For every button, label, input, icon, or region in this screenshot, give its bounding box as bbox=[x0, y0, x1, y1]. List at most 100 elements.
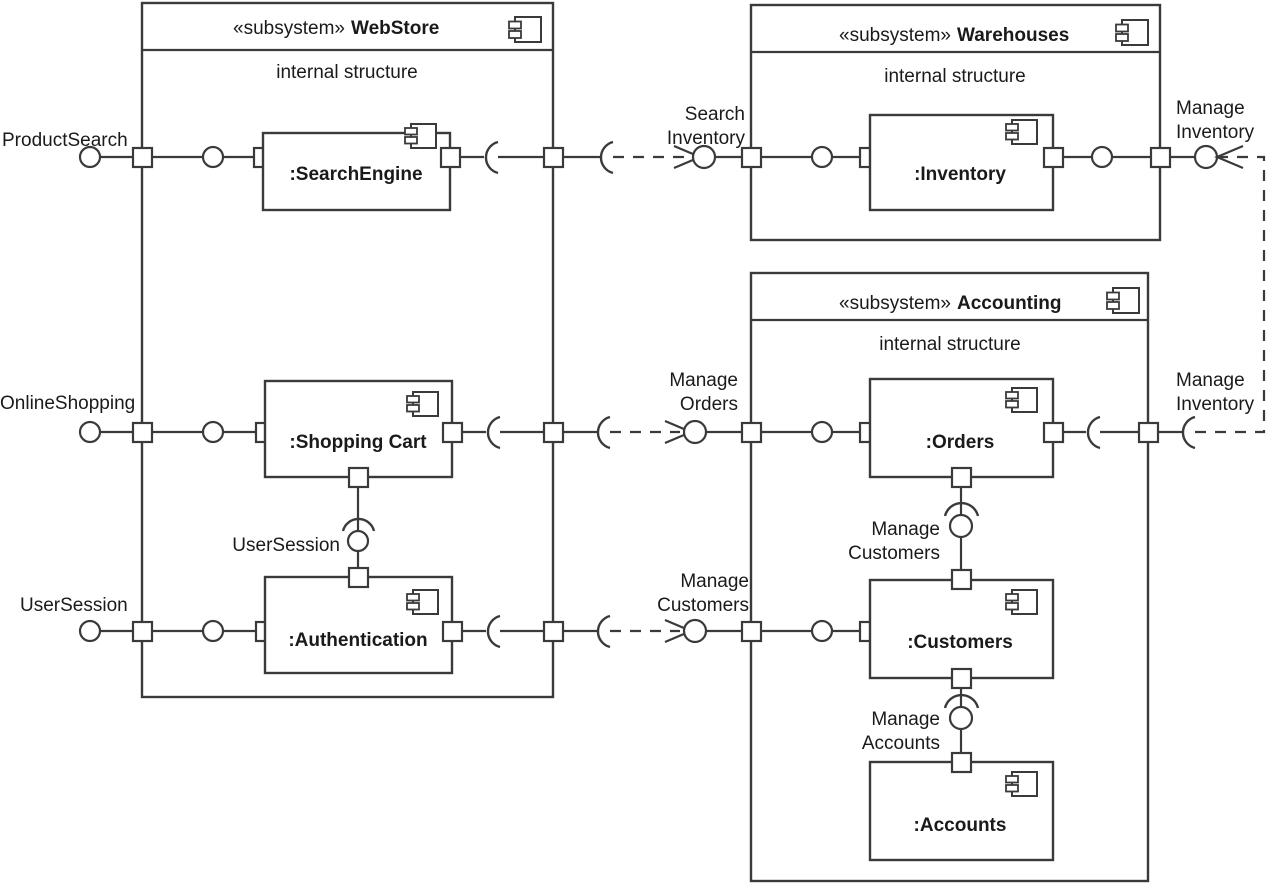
row-product-search: :SearchEngine :Inventory bbox=[78, 113, 1266, 434]
component-icon bbox=[1005, 387, 1038, 413]
port-shoppingcart-bottom[interactable] bbox=[347, 466, 370, 489]
required-interface-socket-shoppingcart[interactable] bbox=[486, 415, 501, 450]
port-customers-top[interactable] bbox=[950, 568, 973, 591]
port-webstore-managecustomers[interactable] bbox=[542, 620, 565, 643]
provided-interface-ball-manageinventory[interactable] bbox=[1193, 144, 1219, 170]
subsystem-warehouses[interactable]: «subsystem» Warehouses internal structur… bbox=[749, 3, 1162, 242]
port-webstore-productsearch[interactable] bbox=[131, 146, 154, 169]
port-searchengine-right[interactable] bbox=[439, 146, 462, 169]
assembly-manageaccounts bbox=[943, 667, 980, 774]
row-user-session: :Authentication :Customers bbox=[78, 575, 1055, 680]
provided-interface-ball-inventory-in[interactable] bbox=[810, 145, 834, 169]
component-icon bbox=[406, 589, 439, 615]
component-customers-label: :Customers bbox=[907, 632, 1013, 653]
port-authentication-right[interactable] bbox=[441, 620, 464, 643]
port-accounts-top[interactable] bbox=[950, 751, 973, 774]
port-accounting-left-customers[interactable] bbox=[740, 620, 763, 643]
provided-interface-ball-onlineshopping[interactable] bbox=[78, 420, 102, 444]
port-customers-bottom[interactable] bbox=[950, 667, 973, 690]
component-accounts-label: :Accounts bbox=[914, 815, 1007, 836]
port-warehouses-left[interactable] bbox=[740, 146, 763, 169]
port-accounting-left-orders[interactable] bbox=[740, 421, 763, 444]
component-orders-label: :Orders bbox=[926, 432, 995, 453]
port-webstore-onlineshopping[interactable] bbox=[131, 421, 154, 444]
port-orders-right[interactable] bbox=[1042, 421, 1065, 444]
required-interface-socket-authentication[interactable] bbox=[486, 614, 501, 649]
component-icon bbox=[1005, 119, 1038, 145]
provided-interface-ball-productsearch[interactable] bbox=[78, 145, 102, 169]
label-manageinventory-bottom-line2: Inventory bbox=[1176, 394, 1255, 415]
provided-interface-ball-searchengine-in[interactable] bbox=[201, 145, 225, 169]
label-manageinventory-bottom-line1: Manage bbox=[1176, 370, 1245, 391]
required-interface-socket-managecustomers-assembly[interactable] bbox=[943, 501, 980, 517]
row-online-shopping: :Shopping Cart :Orders bbox=[78, 377, 1196, 479]
subsystem-warehouses-compartment-label: internal structure bbox=[884, 66, 1026, 87]
required-interface-socket-manageaccounts-assembly[interactable] bbox=[943, 693, 980, 709]
port-webstore-usersession[interactable] bbox=[131, 620, 154, 643]
provided-interface-ball-usersession-assembly[interactable] bbox=[346, 529, 370, 553]
provided-interface-ball-customers-in[interactable] bbox=[810, 619, 834, 643]
component-icon bbox=[1005, 771, 1038, 797]
provided-interface-ball-searchinventory[interactable] bbox=[691, 144, 717, 170]
subsystem-accounting-name: Accounting bbox=[957, 293, 1062, 314]
label-manageinventory-top-line1: Manage bbox=[1176, 98, 1245, 119]
port-orders-bottom[interactable] bbox=[950, 466, 973, 489]
label-usersession-assembly: UserSession bbox=[232, 535, 340, 556]
provided-interface-ball-managecustomers[interactable] bbox=[682, 618, 708, 644]
dependency-dashed-manageinventory bbox=[1195, 155, 1266, 434]
provided-interface-ball-manageaccounts-assembly[interactable] bbox=[948, 705, 974, 731]
component-searchengine[interactable] bbox=[261, 131, 452, 212]
label-managecustomers-assembly-line2: Customers bbox=[848, 543, 940, 564]
provided-interface-ball-authentication-in[interactable] bbox=[201, 619, 225, 643]
assembly-usersession bbox=[341, 466, 376, 589]
provided-interface-ball-manageorders[interactable] bbox=[682, 419, 708, 445]
provided-interface-ball-inventory-out[interactable] bbox=[1090, 145, 1114, 169]
subsystem-webstore[interactable]: «subsystem» WebStore internal structure bbox=[140, 1, 555, 699]
assembly-managecustomers bbox=[943, 466, 980, 591]
subsystem-warehouses-name: Warehouses bbox=[957, 25, 1069, 46]
required-interface-socket-orders[interactable] bbox=[1086, 415, 1101, 450]
component-shopping-cart-label: :Shopping Cart bbox=[289, 432, 427, 453]
label-manageorders-line1: Manage bbox=[669, 370, 738, 391]
label-searchinventory-line1: Search bbox=[685, 104, 745, 125]
port-authentication-top[interactable] bbox=[347, 566, 370, 589]
provided-interface-ball-usersession[interactable] bbox=[78, 619, 102, 643]
required-interface-socket-manageinventory-bottom[interactable] bbox=[1181, 415, 1196, 450]
component-icon bbox=[508, 16, 542, 43]
port-inventory-right[interactable] bbox=[1042, 146, 1065, 169]
port-webstore-manageorders[interactable] bbox=[542, 421, 565, 444]
label-productsearch: ProductSearch bbox=[2, 130, 128, 151]
component-icon bbox=[1005, 589, 1038, 615]
subsystem-webstore-frame bbox=[140, 1, 555, 699]
port-shoppingcart-right[interactable] bbox=[441, 421, 464, 444]
label-onlineshopping: OnlineShopping bbox=[0, 393, 135, 414]
provided-interface-ball-managecustomers-assembly[interactable] bbox=[948, 513, 974, 539]
label-managecustomers-assembly-line1: Manage bbox=[871, 519, 940, 540]
component-icon bbox=[1106, 287, 1140, 314]
provided-interface-ball-shoppingcart-in[interactable] bbox=[201, 420, 225, 444]
component-icon bbox=[1115, 19, 1149, 46]
label-manageorders-line2: Orders bbox=[680, 394, 738, 415]
component-searchengine-label: :SearchEngine bbox=[289, 164, 422, 185]
required-interface-socket-searchengine[interactable] bbox=[484, 140, 499, 175]
subsystem-warehouses-frame bbox=[749, 3, 1162, 242]
row-accounts: :Accounts bbox=[868, 760, 1055, 862]
subsystem-accounting-compartment-label: internal structure bbox=[879, 334, 1021, 355]
required-interface-socket-searchinventory[interactable] bbox=[599, 140, 614, 175]
required-interface-socket-usersession-assembly[interactable] bbox=[341, 517, 376, 532]
port-webstore-searchinventory[interactable] bbox=[542, 146, 565, 169]
port-accounting-right[interactable] bbox=[1137, 421, 1160, 444]
label-searchinventory-line2: Inventory bbox=[667, 128, 746, 149]
component-authentication-label: :Authentication bbox=[288, 630, 427, 651]
component-icon bbox=[406, 391, 439, 417]
subsystem-accounting[interactable]: «subsystem» Accounting internal structur… bbox=[749, 271, 1150, 883]
label-managecustomers-mid-line2: Customers bbox=[657, 595, 749, 616]
required-interface-socket-manageorders[interactable] bbox=[596, 415, 611, 450]
required-interface-socket-managecustomers[interactable] bbox=[596, 614, 611, 649]
provided-interface-ball-orders-in[interactable] bbox=[810, 420, 834, 444]
label-managecustomers-mid-line1: Manage bbox=[680, 571, 749, 592]
label-usersession-left: UserSession bbox=[20, 595, 128, 616]
port-warehouses-right[interactable] bbox=[1149, 146, 1172, 169]
